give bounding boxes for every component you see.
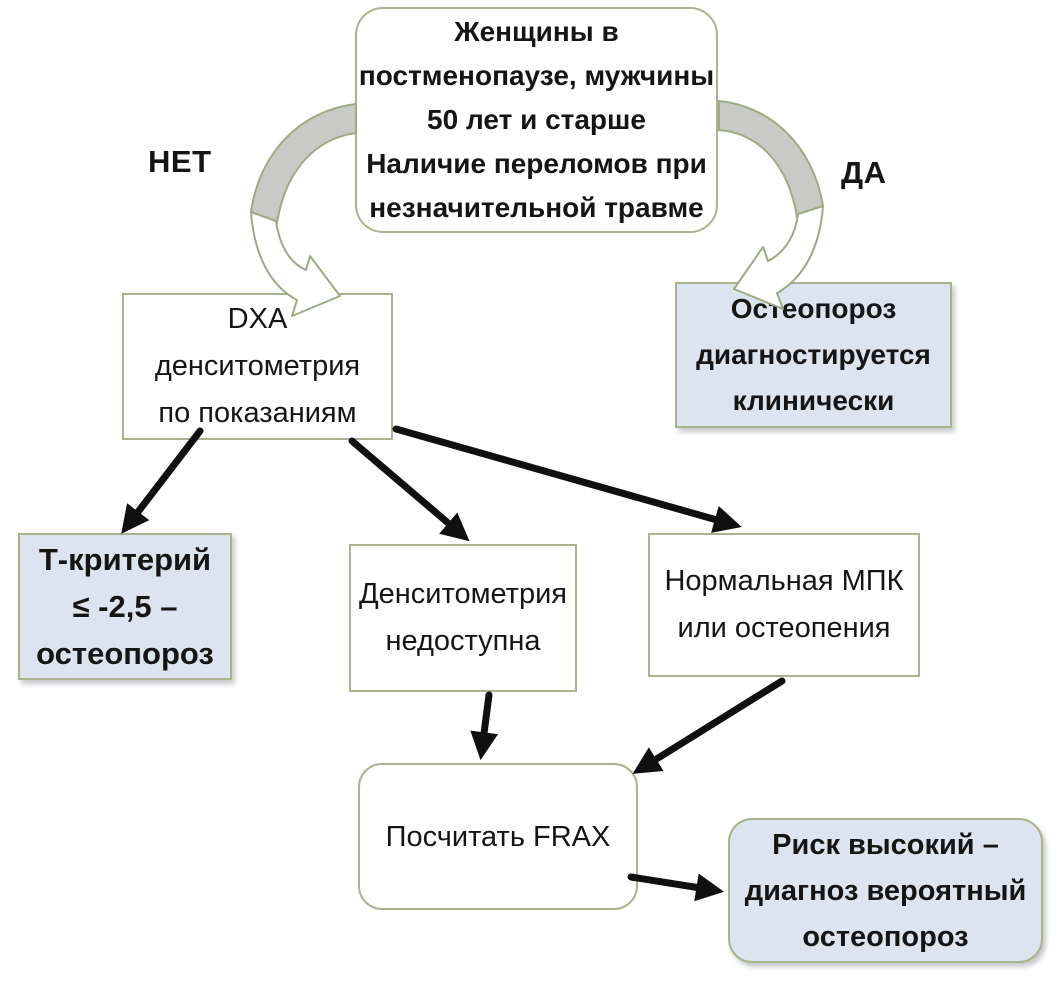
node-text-line: диагноз вероятный <box>744 874 1027 907</box>
node-osteoporosis-clinical: Остеопороз диагностируется клинически <box>675 282 952 428</box>
node-text-line: Женщины в <box>454 16 619 47</box>
arrow-dxa-to-densitometry-unavailable <box>348 437 470 542</box>
node-text-line: незначительной травме <box>369 192 704 223</box>
node-patient-criteria: Женщины в постменопаузе, мужчины 50 лет … <box>355 7 718 233</box>
curved-arrow-no-band <box>249 102 357 225</box>
arrow-normal-bmd-to-frax <box>632 677 786 774</box>
node-text-line: DXA денситометрия <box>154 303 361 382</box>
node-calculate-frax: Посчитать FRAX <box>358 763 638 910</box>
node-text-line: Риск высокий – <box>772 828 999 861</box>
node-normal-bmd-osteopenia: Нормальная МПК или остеопения <box>648 533 920 677</box>
node-densitometry-unavailable: Денситометрия недоступна <box>349 544 577 692</box>
node-text-line: постменопаузе, мужчины <box>358 60 715 91</box>
arrow-dxa-to-t-score <box>121 427 204 534</box>
node-text-line: остеопороз <box>802 920 969 953</box>
node-text-line: Наличие переломов при <box>366 148 707 179</box>
node-text-line: Посчитать FRAX <box>385 820 611 853</box>
node-text-line: Нормальная МПК <box>664 565 904 597</box>
node-text-line: Остеопороз <box>730 293 897 324</box>
arrow-dxa-to-normal-bmd <box>392 425 742 533</box>
node-text-line: ≤ -2,5 – <box>72 589 178 624</box>
node-text-line: Денситометрия <box>359 578 567 610</box>
node-text-line: диагностируется <box>696 339 931 370</box>
node-high-risk-probable-osteoporosis: Риск высокий – диагноз вероятный остеопо… <box>728 818 1043 963</box>
arrow-frax-to-high-risk <box>627 873 725 902</box>
node-text-line: остеопороз <box>36 636 214 671</box>
node-text-line: по показаниям <box>158 397 357 429</box>
curved-arrow-no <box>249 102 357 317</box>
node-text-line: недоступна <box>385 625 541 657</box>
node-text-line: 50 лет и старше <box>427 104 646 135</box>
node-text-line: Т-критерий <box>38 542 212 577</box>
label-yes: ДА <box>841 155 887 190</box>
label-no: НЕТ <box>148 144 212 179</box>
node-t-score-osteoporosis: Т-критерий ≤ -2,5 – остеопороз <box>18 533 232 680</box>
node-text-line: или остеопения <box>677 612 891 644</box>
node-text-line: клинически <box>732 385 895 416</box>
curved-arrow-yes-band <box>718 99 825 219</box>
curved-arrow-yes <box>718 99 825 310</box>
arrow-densitometry-to-frax <box>470 691 499 761</box>
node-dxa-densitometry: DXA денситометрия по показаниям <box>122 293 393 440</box>
